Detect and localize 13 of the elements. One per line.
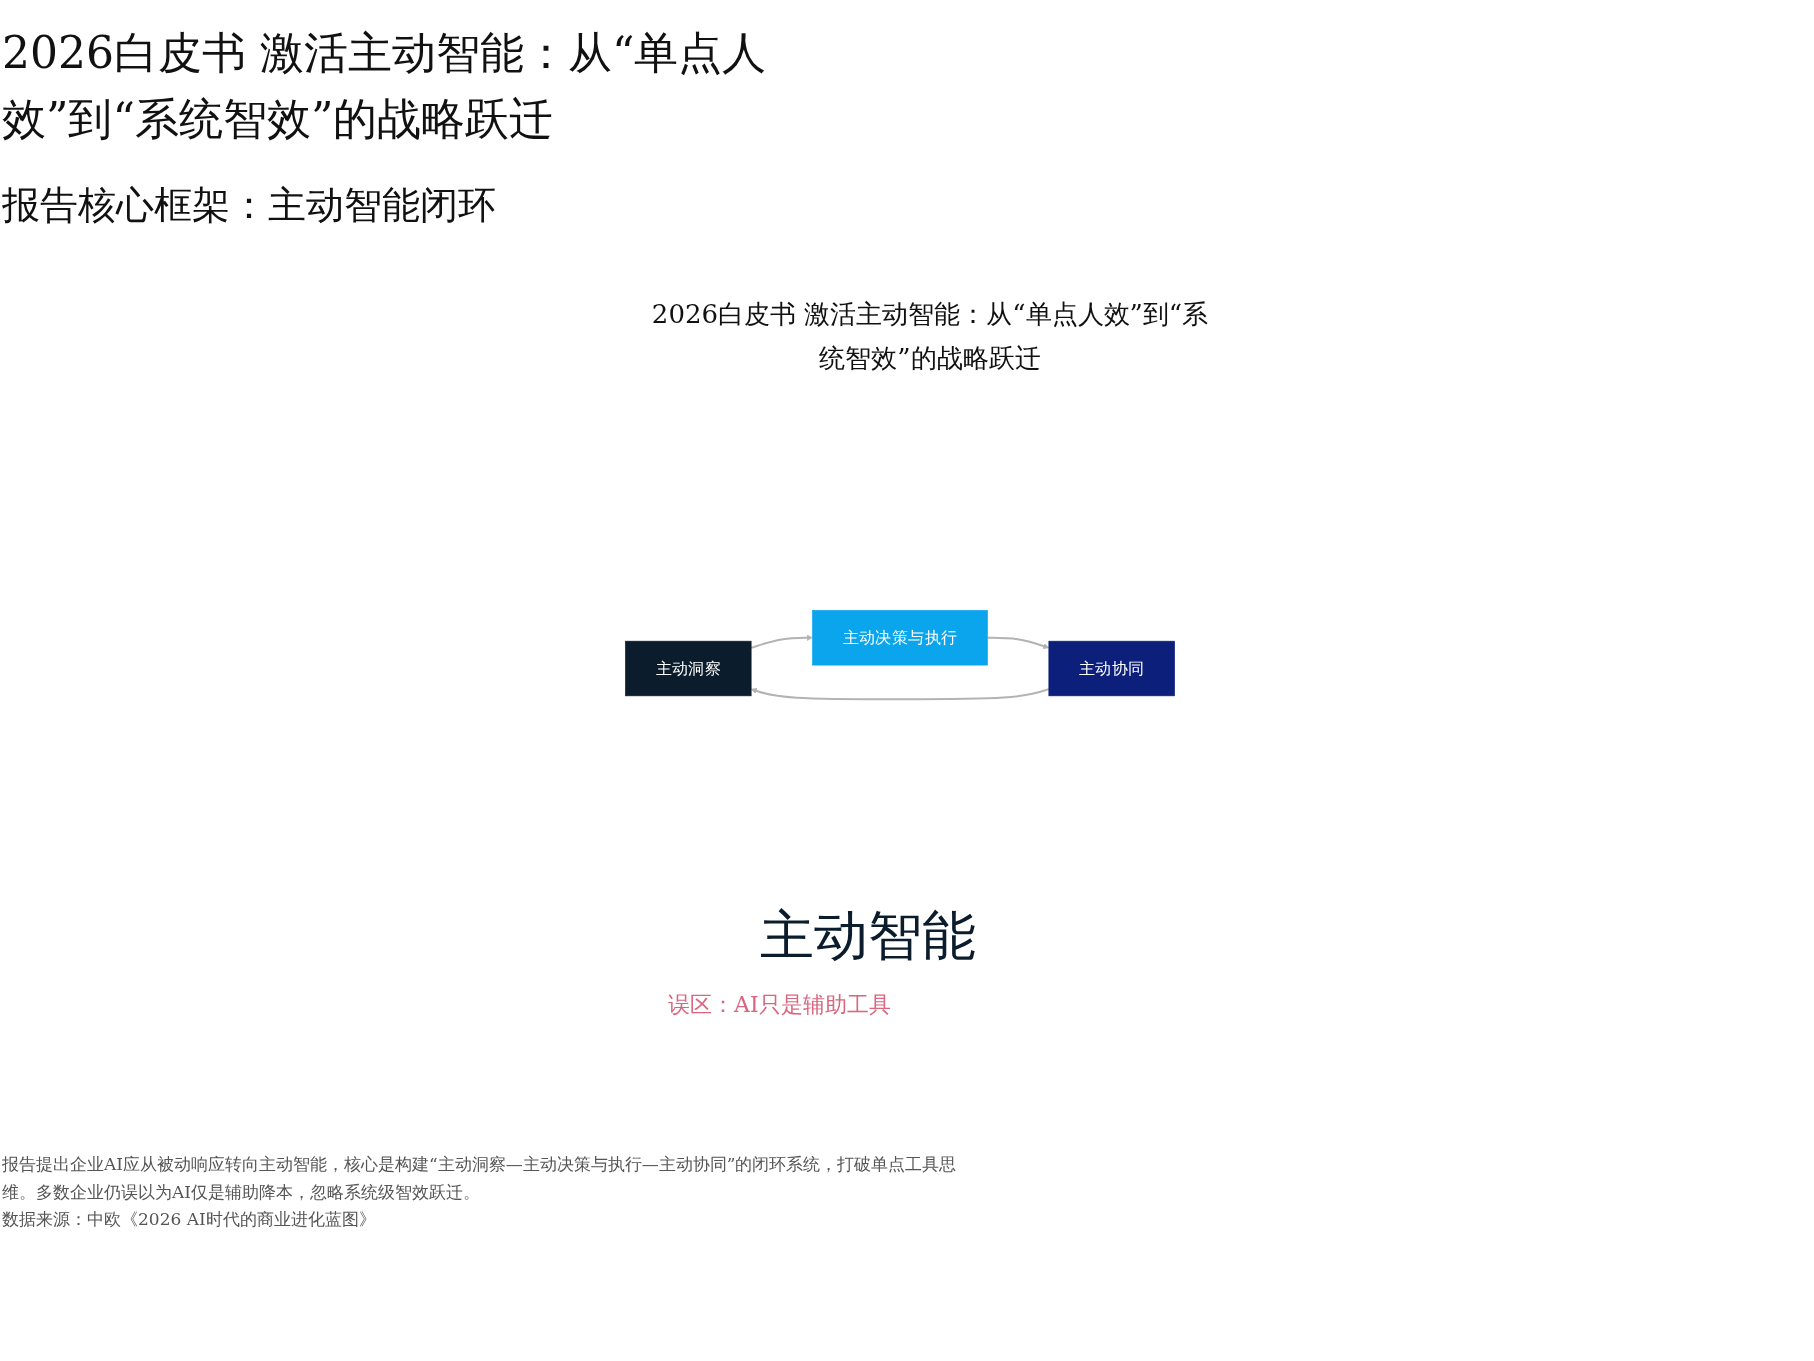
subtitle: 报告核心框架：主动智能闭环 [2, 182, 496, 229]
node-box: 主动协同 [1048, 641, 1175, 697]
arrow [987, 636, 1050, 650]
source-note: 数据来源：中欧《2026 AI时代的商业进化蓝图》 [2, 1208, 376, 1231]
node-box: 主动洞察 [625, 641, 752, 697]
page-title: 2026白皮书 激活主动智能：从“单点人效”到“系统智效”的战略跃迁 [2, 26, 768, 146]
note: 误区：AI只是辅助工具 [668, 991, 891, 1019]
node-box: 主动决策与执行 [812, 610, 988, 666]
arrow [750, 634, 813, 649]
center-label: 主动智能 [760, 903, 976, 969]
caption: 报告提出企业AI应从被动响应转向主动智能，核心是构建“主动洞察—主动决策与执行—主动协同”的闭环系统，打破单点工具思维。多数企业仍误以为AI仅是辅助降本，忽略系统级智效跃迁。 [2, 1153, 958, 1204]
arrow [750, 688, 1050, 701]
chart-title: 2026白皮书 激活主动智能：从“单点人效”到“系统智效”的战略跃迁 [650, 298, 1210, 375]
